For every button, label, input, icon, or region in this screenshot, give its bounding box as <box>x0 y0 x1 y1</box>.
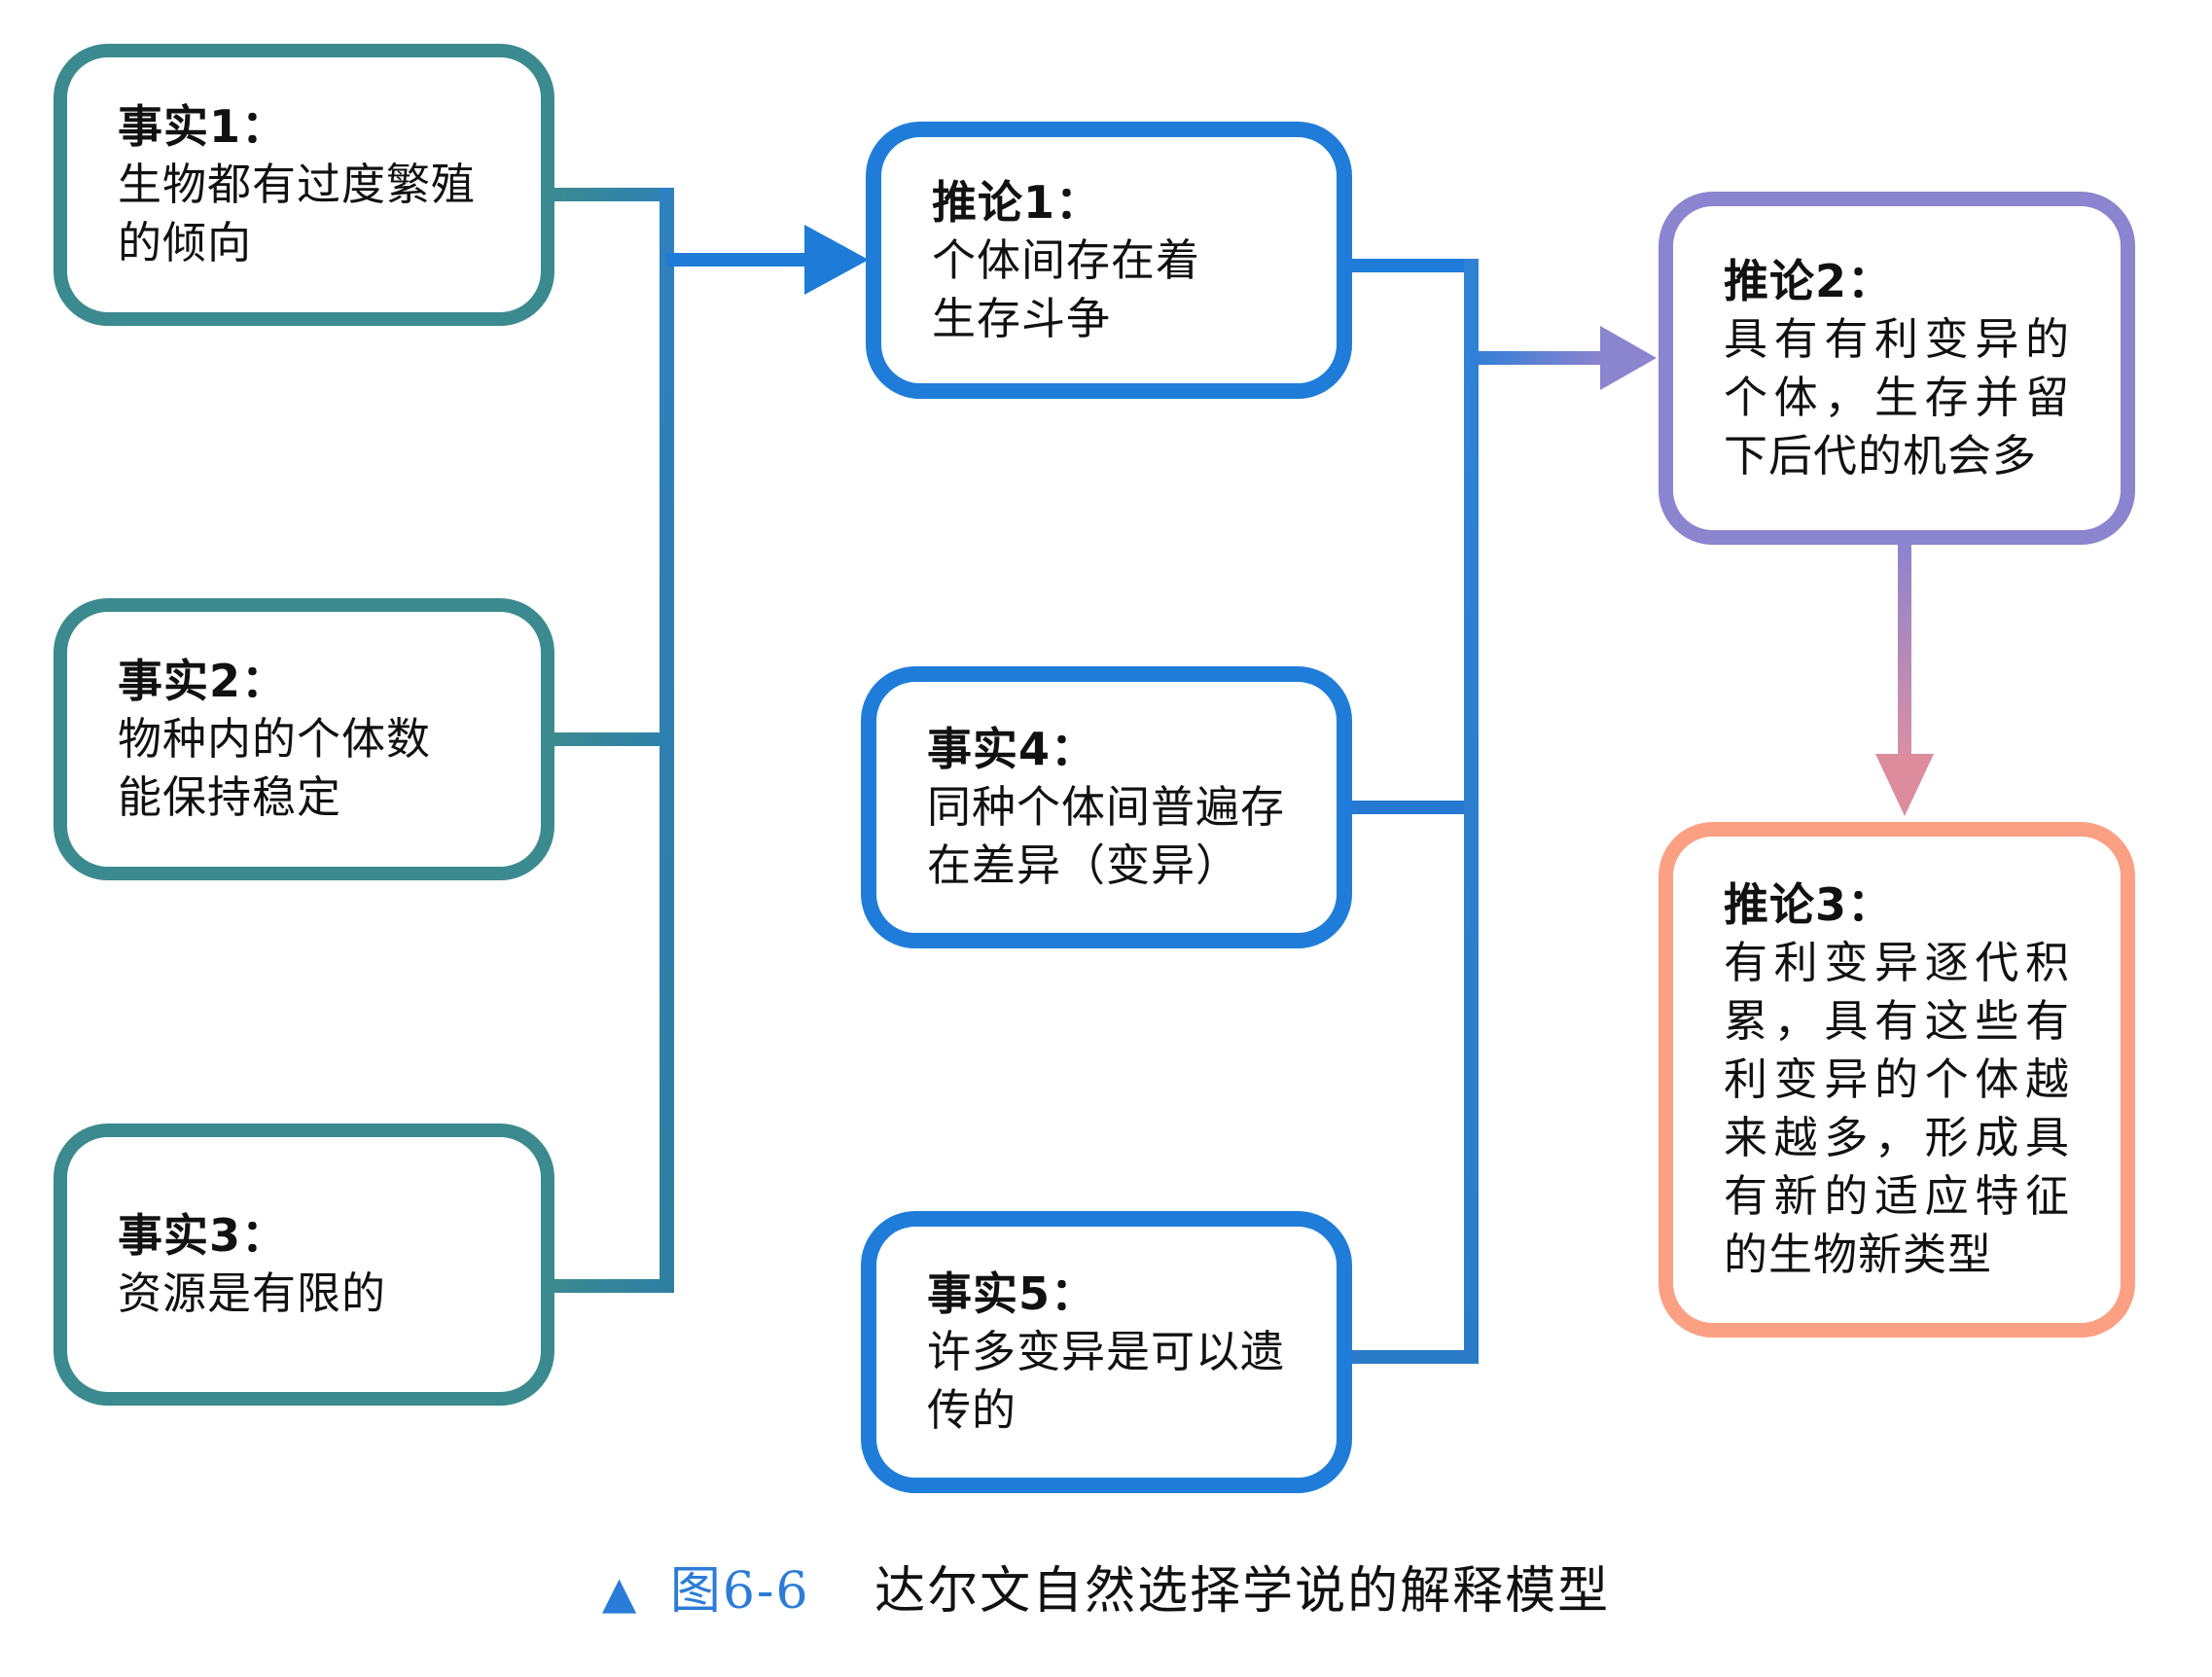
box-line: 累，具有这些有 <box>1724 995 2070 1047</box>
caption-triangle-icon: ▲ <box>601 1566 639 1619</box>
caption-figure-number: 图6-6 <box>669 1562 810 1621</box>
box-fact5: 事实5： 许多变异是可以遗 传的 <box>861 1211 1352 1493</box>
box-title: 推论1： <box>932 175 1102 229</box>
connector-fact3-to-trunk <box>551 1279 674 1293</box>
box-title: 推论2： <box>1724 254 1894 307</box>
connector-fact5-to-trunk <box>1348 1350 1479 1364</box>
box-title: 事实2： <box>118 655 288 707</box>
box-line: 在差异（变异） <box>927 839 1241 891</box>
box-line: 的生物新类型 <box>1724 1229 1993 1280</box>
box-title: 事实5： <box>927 1267 1097 1320</box>
box-fact1: 事实1： 生物都有过度繁殖 的倾向 <box>54 44 554 326</box>
arrow-right-icon <box>804 225 869 295</box>
connector-fact1-to-trunk <box>551 188 667 201</box>
box-line: 有利变异逐代积 <box>1724 937 2070 988</box>
box-infer3: 推论3： 有利变异逐代积 累，具有这些有 利变异的个体越 来越多，形成具 有新的… <box>1659 822 2135 1338</box>
box-line: 能保持稳定 <box>118 771 342 823</box>
box-line: 生物都有过度繁殖 <box>118 159 477 210</box>
box-title: 事实4： <box>927 723 1097 775</box>
box-title: 事实1： <box>118 100 288 153</box>
figure-caption: ▲ 图6-6 达尔文自然选择学说的解释模型 <box>0 1556 2212 1627</box>
connector-fact2-to-trunk <box>551 732 667 746</box>
box-infer2: 推论2： 具有有利变异的 个体，生存并留 下后代的机会多 <box>1659 192 2135 545</box>
box-line: 具有有利变异的 <box>1724 312 2070 365</box>
box-line: 个体，生存并留 <box>1724 371 2070 423</box>
arrow-down-icon <box>1875 754 1934 816</box>
box-line: 许多变异是可以遗 <box>927 1326 1286 1377</box>
box-line: 同种个体间普遍存 <box>927 781 1286 833</box>
box-line: 传的 <box>927 1384 1017 1436</box>
box-line: 生存斗争 <box>932 292 1112 344</box>
arrow-facts-to-infer1-line <box>666 253 804 267</box>
arrow-right-icon <box>1600 326 1657 390</box>
connector-infer1-to-trunk <box>1348 259 1471 272</box>
trunk-left-facts <box>660 188 674 1293</box>
arrow-infer2-to-infer3-line <box>1898 543 1911 754</box>
box-title: 推论3： <box>1724 878 1894 931</box>
connector-fact4-to-trunk <box>1348 801 1471 814</box>
box-fact4: 事实4： 同种个体间普遍存 在差异（变异） <box>861 666 1352 948</box>
box-title: 事实3： <box>118 1209 288 1262</box>
box-line: 的倾向 <box>118 217 253 268</box>
box-line: 来越多，形成具 <box>1724 1112 2070 1163</box>
box-line: 物种内的个体数 <box>118 713 432 765</box>
box-fact2: 事实2： 物种内的个体数 能保持稳定 <box>54 598 554 880</box>
trunk-middle-facts <box>1464 259 1479 1364</box>
box-infer1: 推论1： 个体间存在着 生存斗争 <box>866 122 1352 399</box>
box-line: 利变异的个体越 <box>1724 1053 2070 1105</box>
box-line: 资源是有限的 <box>118 1267 387 1319</box>
box-line: 有新的适应特征 <box>1724 1170 2070 1222</box>
arrow-middle-to-infer2-line <box>1471 351 1600 365</box>
box-line: 下后代的机会多 <box>1724 429 2038 482</box>
box-line: 个体间存在着 <box>932 233 1201 286</box>
caption-text: 达尔文自然选择学说的解释模型 <box>874 1562 1611 1621</box>
box-fact3: 事实3： 资源是有限的 <box>54 1124 554 1406</box>
